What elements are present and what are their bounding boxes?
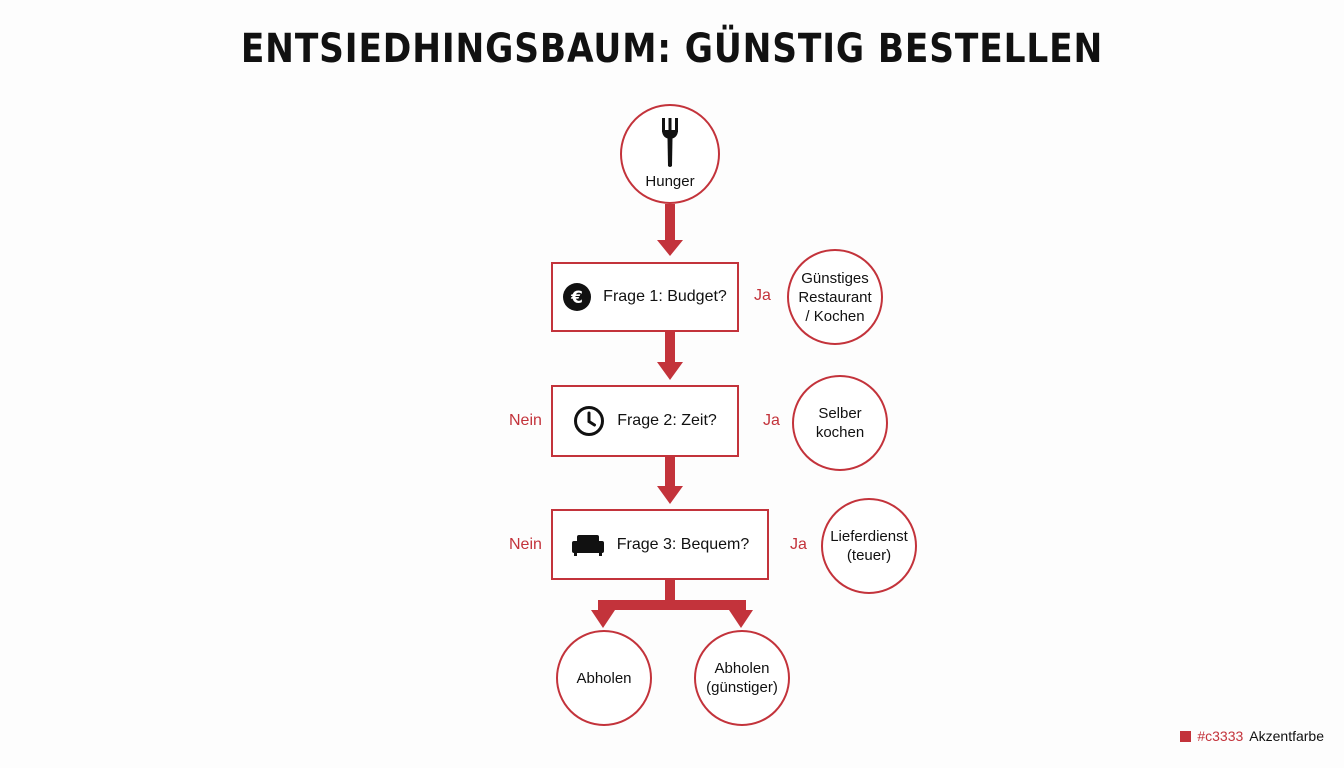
outcome-node: Günstiges Restaurant / Kochen xyxy=(787,249,883,345)
outcome-line: kochen xyxy=(815,424,865,441)
outcome-node: Abholen (günstiger) xyxy=(694,630,790,726)
outcome-node: Lieferdienst (teuer) xyxy=(821,498,917,594)
question-bequem: Frage 3: Bequem? xyxy=(551,509,769,580)
diagram-title: ENTSIEDHINGSBAUM: GÜNSTIG BESTELLEN xyxy=(240,26,1104,72)
question-label: Frage 3: Bequem? xyxy=(616,535,750,553)
no-label: Nein xyxy=(509,412,542,429)
outcome-line: Selber xyxy=(818,405,862,422)
arrow-head xyxy=(657,486,683,504)
legend-hex: #c3333 xyxy=(1197,728,1244,744)
no-label: Nein xyxy=(509,536,542,553)
legend-label: Akzentfarbe xyxy=(1249,728,1324,744)
question-budget: € Frage 1: Budget? xyxy=(551,262,739,332)
start-node: Hunger xyxy=(620,104,720,204)
outcome-line: (teuer) xyxy=(846,547,892,564)
arrow-head xyxy=(729,610,753,628)
outcome-line: Lieferdienst xyxy=(830,528,908,545)
svg-text:€: € xyxy=(570,288,583,308)
arrow-head xyxy=(657,240,683,256)
question-label: Frage 2: Zeit? xyxy=(617,412,717,429)
outcome-line: / Kochen xyxy=(805,307,865,325)
fork-icon xyxy=(660,117,680,168)
outcome-line: Restaurant xyxy=(798,288,872,306)
outcome-line: Günstiges xyxy=(801,269,869,287)
connector-line xyxy=(665,579,675,604)
euro-icon: € xyxy=(563,283,592,311)
legend-swatch xyxy=(1180,730,1192,742)
arrow-head xyxy=(657,362,683,380)
yes-label: Ja xyxy=(754,287,771,304)
outcome-line: Abholen xyxy=(714,660,770,677)
connector-line xyxy=(598,600,608,612)
clock-icon xyxy=(573,405,605,437)
outcome-node: Abholen xyxy=(556,630,652,726)
arrow-head xyxy=(591,610,615,628)
sofa-icon xyxy=(571,533,605,557)
connector-line xyxy=(665,331,675,364)
color-legend: #c3333 Akzentfarbe xyxy=(1180,728,1324,744)
outcome-line: Abholen xyxy=(576,669,632,687)
question-label: Frage 1: Budget? xyxy=(603,288,727,305)
connector-line xyxy=(665,456,675,488)
question-zeit: Frage 2: Zeit? xyxy=(551,385,739,457)
connector-line xyxy=(598,600,746,610)
outcome-node: Selber kochen xyxy=(792,375,888,471)
outcome-line: (günstiger) xyxy=(706,679,778,696)
yes-label: Ja xyxy=(790,536,807,553)
connector-line xyxy=(736,600,746,612)
yes-label: Ja xyxy=(763,412,780,429)
connector-line xyxy=(665,204,675,242)
start-label: Hunger xyxy=(645,172,695,190)
